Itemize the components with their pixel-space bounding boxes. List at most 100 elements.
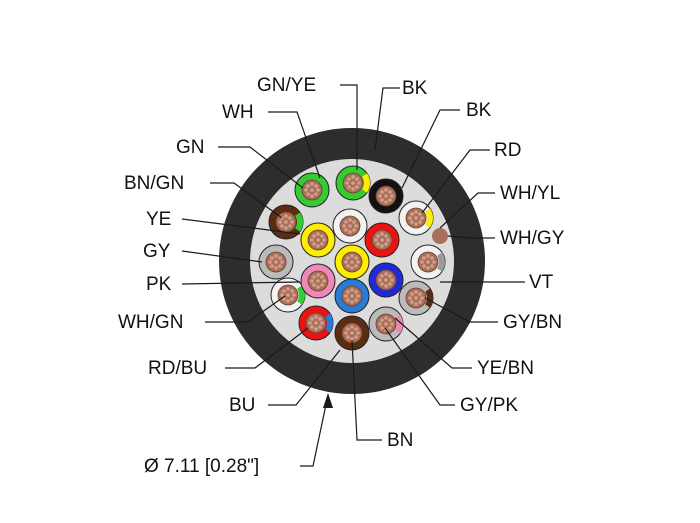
conductor-gn (334, 244, 370, 280)
strand-gy-1 (270, 256, 274, 260)
strand-bn-gn-4 (288, 224, 292, 228)
strand-gn-2 (354, 256, 358, 260)
leader-gy-bn (424, 297, 498, 323)
strand-ye-7 (310, 238, 314, 242)
strand-wh-yl-7 (420, 260, 424, 264)
strand-pk-3 (312, 283, 316, 287)
strand-gy-2 (278, 256, 282, 260)
strand-gn-5 (350, 254, 354, 258)
strand-bu-0 (314, 321, 318, 325)
strand-vt-5 (414, 290, 418, 294)
conductor-gy-pk (334, 278, 370, 314)
strand-gy-pk-8 (356, 294, 360, 298)
strand-gn-ye-3 (347, 185, 351, 189)
strand-bu-2 (318, 317, 322, 321)
label-rd-bu: RD/BU (148, 358, 207, 379)
strand-gy-4 (278, 264, 282, 268)
diameter-arrow-icon (323, 393, 333, 408)
leader-gy (181, 250, 263, 263)
strand-bk-7 (378, 194, 382, 198)
strand-wh-7 (304, 188, 308, 192)
strand-gy-5 (274, 254, 278, 258)
strand-bk-4 (388, 198, 392, 202)
strand-bn-gn-2 (288, 216, 292, 220)
strand-bk-8 (390, 194, 394, 198)
strand-gy-bn-7 (378, 278, 382, 282)
strand-gy-7 (268, 260, 272, 264)
strand-bn-gn-8 (290, 220, 294, 224)
label-gy-pk: GY/PK (460, 395, 518, 416)
strand-gn-ye-8 (357, 181, 361, 185)
strand-wh-gn-2 (290, 289, 294, 293)
strand-bk2-1 (410, 212, 414, 216)
strand-bu-5 (314, 315, 318, 319)
strand-gn-8 (356, 260, 360, 264)
conductor-ye (300, 222, 336, 258)
leader-ye (181, 218, 301, 235)
strand-bk-6 (384, 200, 388, 204)
strand-ye-bn-1 (380, 318, 384, 322)
strand-vt-2 (418, 292, 422, 296)
strand-ye-bn-0 (384, 322, 388, 326)
label-gn-ye: GN/YE (257, 75, 316, 96)
strand-rd-6 (380, 244, 384, 248)
strand-wh-1 (306, 184, 310, 188)
strand-bu-7 (308, 321, 312, 325)
strand-ye-0 (316, 238, 320, 242)
strand-bn-gn-7 (278, 220, 282, 224)
strand-rd-4 (384, 242, 388, 246)
label-ye: YE (146, 209, 171, 230)
strand-rd-1 (376, 234, 380, 238)
strand-bu-8 (320, 321, 324, 325)
strand-wh-8 (316, 188, 320, 192)
strand-bk-0 (384, 194, 388, 198)
conductor-ye-bn (368, 306, 404, 342)
leader-pk (181, 281, 301, 285)
label-gn: GN (176, 137, 205, 158)
strand-bn-6 (350, 337, 354, 341)
strand-gn-7 (344, 260, 348, 264)
label-rd: RD (494, 140, 521, 161)
conductor-bn (334, 315, 370, 351)
label-vt: VT (529, 272, 554, 293)
strand-pk-2 (320, 275, 324, 279)
strand-wh-gn-4 (290, 297, 294, 301)
strand-rd-bu-5 (348, 218, 352, 222)
strand-bn-5 (350, 325, 354, 329)
strand-gn-4 (354, 264, 358, 268)
strand-bk2-8 (420, 216, 424, 220)
label-bk-1: BK (402, 78, 428, 99)
leader-bn (351, 339, 382, 441)
label-ye-bn: YE/BN (477, 358, 534, 379)
strand-wh-yl-1 (422, 256, 426, 260)
strand-ye-8 (322, 238, 326, 242)
strand-wh-gn-5 (286, 287, 290, 291)
strand-gn-ye-4 (355, 185, 359, 189)
leader-bu (268, 349, 341, 406)
strand-gy-8 (280, 260, 284, 264)
strand-gn-ye-0 (351, 181, 355, 185)
strand-wh-yl-2 (430, 256, 434, 260)
leader-gn-ye (340, 84, 358, 170)
strand-bk2-5 (414, 210, 418, 214)
strand-ye-5 (316, 232, 320, 236)
conductor-wh (294, 172, 330, 208)
strand-rd-bu-8 (354, 224, 358, 228)
strand-wh-yl-6 (426, 266, 430, 270)
strand-gy-bn-6 (384, 284, 388, 288)
strand-rd-bu-6 (348, 230, 352, 234)
strand-wh-gn-3 (282, 297, 286, 301)
strand-wh-3 (306, 192, 310, 196)
conductor-gy (258, 244, 294, 280)
leader-bn-gn (210, 182, 283, 219)
stripe-wh-yl (436, 252, 445, 272)
strand-bn-4 (354, 335, 358, 339)
strand-rd-bu-1 (344, 220, 348, 224)
strand-bk-2 (388, 190, 392, 194)
leader-wh-yl (439, 192, 495, 229)
conductor-vt (398, 280, 434, 316)
strand-gn-1 (346, 256, 350, 260)
strand-vt-0 (414, 296, 418, 300)
strand-ye-bn-5 (384, 316, 388, 320)
